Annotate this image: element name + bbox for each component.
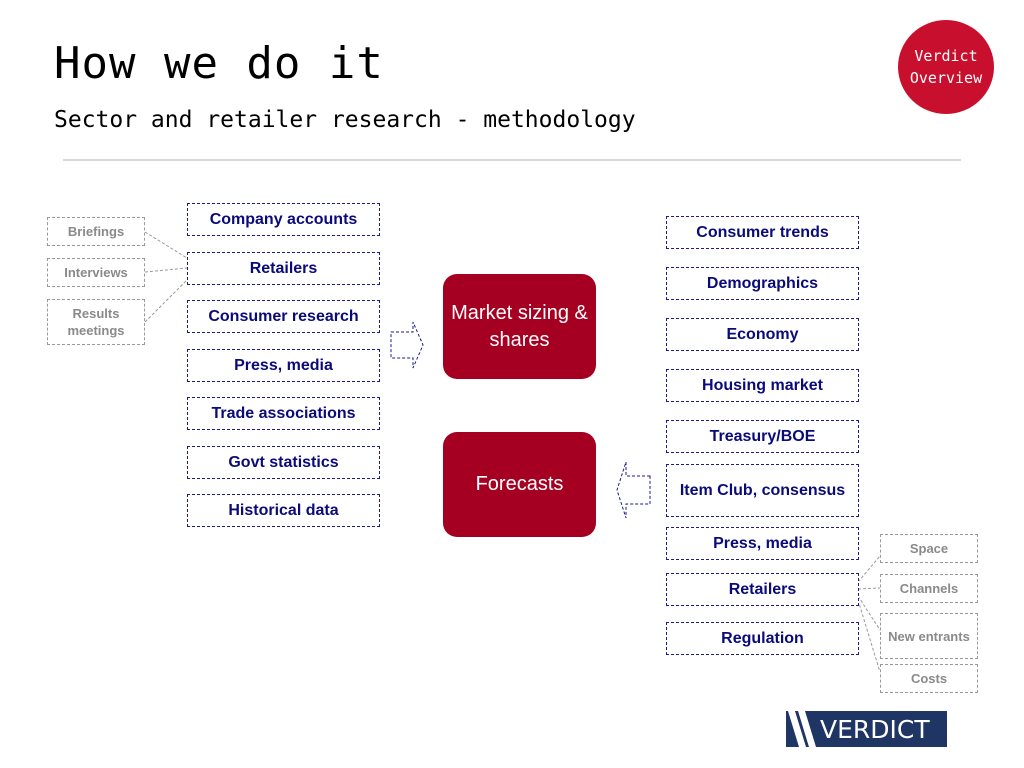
page-title: How we do it [54,38,384,89]
verdict-overview-badge[interactable]: Verdict Overview [898,20,994,114]
connector-results-meetings [144,279,188,323]
title-divider [63,159,961,161]
source-trade-associations: Trade associations [187,397,380,430]
page-subtitle: Sector and retailer research - methodolo… [54,107,636,133]
source-historical-data: Historical data [187,494,380,527]
source-retailers-right: Retailers [666,573,859,606]
source-economy: Economy [666,318,859,351]
connector-space [857,555,881,583]
sub-box-costs: Costs [880,664,978,693]
source-press-media-right: Press, media [666,527,859,560]
connector-channels [857,587,881,590]
sub-box-briefings: Briefings [47,217,145,246]
sub-box-new-entrants: New entrants [880,613,978,659]
source-consumer-research: Consumer research [187,300,380,333]
verdict-logo: VERDICT [786,711,947,747]
logo-stripes-icon [788,711,816,747]
source-demographics: Demographics [666,267,859,300]
connector-briefings [144,231,188,259]
source-item-club-consensus: Item Club, consensus [666,464,859,517]
badge-line-2: Overview [909,69,983,87]
source-consumer-trends: Consumer trends [666,216,859,249]
arrow-left-icon [616,461,651,519]
source-treasury-boe: Treasury/BOE [666,420,859,453]
arrow-right-icon [390,321,424,369]
source-company-accounts: Company accounts [187,203,380,236]
connector-costs [857,599,881,673]
sub-box-interviews: Interviews [47,258,145,287]
source-govt-statistics: Govt statistics [187,446,380,479]
source-regulation: Regulation [666,622,859,655]
output-market-sizing: Market sizing & shares [443,274,596,379]
sub-box-channels: Channels [880,574,978,603]
source-housing-market: Housing market [666,369,859,402]
sub-box-space: Space [880,534,978,563]
connector-new-entrants [857,595,881,631]
source-press-media: Press, media [187,349,380,382]
connector-interviews [144,267,188,273]
logo-text: VERDICT [820,715,930,744]
source-retailers: Retailers [187,252,380,285]
badge-line-1: Verdict [914,47,978,65]
output-forecasts: Forecasts [443,432,596,537]
sub-box-results-meetings: Results meetings [47,299,145,345]
